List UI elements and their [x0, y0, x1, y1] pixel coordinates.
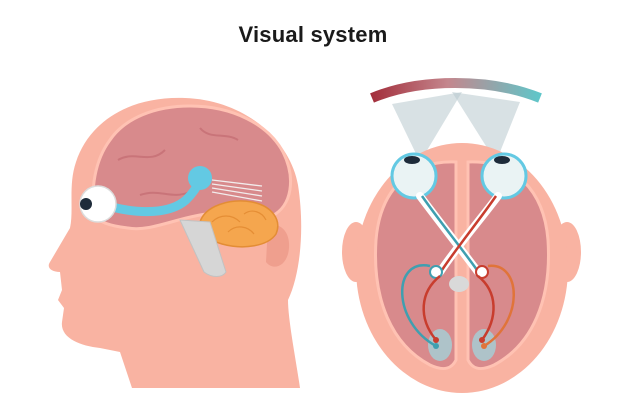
- lateral-geniculate-nucleus: [188, 166, 212, 190]
- cortex-end-left-red: [433, 337, 439, 343]
- lgn-left: [429, 265, 443, 279]
- brain-side: [91, 104, 292, 231]
- head-top-view: [342, 78, 581, 393]
- optic-chiasm: [449, 276, 469, 292]
- pupil-right: [494, 156, 510, 164]
- head-side-view: [48, 97, 302, 389]
- optic-radiation-left-teal: [401, 264, 437, 348]
- visual-field-cone-right: [452, 92, 520, 162]
- pupil-left: [404, 156, 420, 164]
- visual-field-cone-left: [392, 92, 462, 162]
- diagram-title: Visual system: [238, 22, 388, 47]
- brainstem: [179, 219, 227, 277]
- brain-fold: [117, 127, 239, 196]
- optic-radiation-fibers: [211, 179, 263, 202]
- eyeball-right: [480, 152, 528, 200]
- lgn-right: [475, 265, 489, 279]
- cortex-end-right-orange: [481, 343, 487, 349]
- left-eye-temporal-fiber: [420, 195, 479, 271]
- pupil-side: [80, 198, 92, 210]
- optic-radiation-right-red: [477, 275, 495, 341]
- optic-radiation-left-red: [422, 275, 441, 341]
- optic-radiation-right-orange: [483, 264, 515, 348]
- cerebellum-folds: [211, 210, 267, 235]
- right-eye-temporal-fiber: [440, 195, 498, 271]
- cortex-end-right-red: [479, 337, 485, 343]
- visual-field-arc: [370, 78, 542, 103]
- eyeball-left: [390, 152, 438, 200]
- cortex-end-left-teal: [433, 343, 439, 349]
